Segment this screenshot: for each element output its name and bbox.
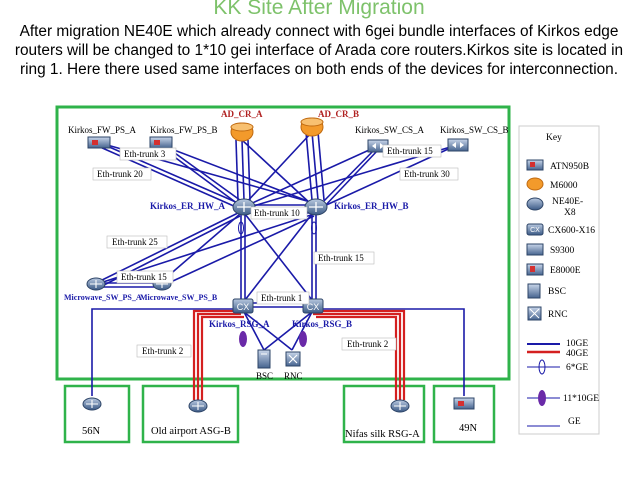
atn950b-icon[interactable] xyxy=(390,399,410,413)
svg-text:6*GE: 6*GE xyxy=(566,363,588,373)
eth-trunk-3-label: Eth-trunk 3 xyxy=(124,149,166,159)
svg-text:NE40E-: NE40E- xyxy=(552,197,583,207)
kirkos-rsg-b-label: Kirkos_RSG_B xyxy=(292,319,352,329)
trunk-labels: Eth-trunk 3 Eth-trunk 15 Eth-trunk 20 Et… xyxy=(92,144,459,358)
svg-text:ATN950B: ATN950B xyxy=(550,162,589,172)
cx600-x16-icon[interactable]: CX xyxy=(232,298,254,314)
svg-text:S9300: S9300 xyxy=(550,246,575,256)
svg-text:X8: X8 xyxy=(564,208,576,218)
eth-trunk-1-label: Eth-trunk 1 xyxy=(261,293,302,303)
m6000-icon[interactable] xyxy=(230,122,254,142)
svg-text:RNC: RNC xyxy=(548,310,568,320)
eth-trunk-15-top-label: Eth-trunk 15 xyxy=(387,146,433,156)
eth-trunk-30-label: Eth-trunk 30 xyxy=(404,169,450,179)
key-frame xyxy=(518,125,600,435)
eth-trunk-15-mid-label: Eth-trunk 15 xyxy=(318,253,364,263)
svg-text:GE: GE xyxy=(568,417,581,427)
svg-text:CX: CX xyxy=(307,302,320,312)
svg-text:E8000E: E8000E xyxy=(550,266,581,276)
m6000-icon[interactable] xyxy=(300,117,324,137)
legend-item-ne40e-x8: NE40E- X8 xyxy=(526,197,583,218)
microwave-sw-ps-a-label: Microwave_SW_PS_A xyxy=(64,293,142,302)
kirkos-sw-cs-b-label: Kirkos_SW_CS_B xyxy=(440,125,509,135)
ad-cr-a-label: AD_CR_A xyxy=(221,109,263,119)
legend-item-cx600-x16: CX CX600-X16 xyxy=(526,223,595,236)
page-title: KK Site After Migration xyxy=(213,0,425,19)
ad-cr-b-label: AD_CR_B xyxy=(318,109,359,119)
site-56n-frame xyxy=(63,384,131,444)
kirkos-er-hw-a-label: Kirkos_ER_HW_A xyxy=(150,201,226,211)
eth-trunk-10-label: Eth-trunk 10 xyxy=(254,208,300,218)
svg-text:CX: CX xyxy=(530,227,540,234)
atn950b-icon[interactable] xyxy=(86,277,106,291)
kirkos-fw-ps-b-label: Kirkos_FW_PS_B xyxy=(150,125,218,135)
e8000e-icon[interactable] xyxy=(453,397,475,410)
legend-item-bsc: BSC xyxy=(527,283,566,299)
rnc-icon[interactable] xyxy=(285,351,301,367)
bsc-label: BSC xyxy=(256,371,273,381)
svg-text:M6000: M6000 xyxy=(550,181,578,191)
legend-item-atn950b: ATN950B xyxy=(526,159,589,172)
eth-trunk-25-label: Eth-trunk 25 xyxy=(112,237,158,247)
site-49n-label: 49N xyxy=(459,423,478,434)
migration-description: After migration NE40E which already conn… xyxy=(14,23,624,78)
svg-text:CX: CX xyxy=(237,302,250,312)
svg-text:40GE: 40GE xyxy=(566,349,588,359)
svg-text:CX600-X16: CX600-X16 xyxy=(548,226,595,236)
legend-item-rnc: RNC xyxy=(527,306,568,321)
bsc-icon[interactable] xyxy=(257,349,271,369)
kirkos-er-hw-b-label: Kirkos_ER_HW_B xyxy=(334,201,409,211)
kirkos-site-frame xyxy=(55,105,511,381)
kirkos-rsg-a-label: Kirkos_RSG_A xyxy=(209,319,270,329)
eth-trunk-15-left-label: Eth-trunk 15 xyxy=(121,272,167,282)
rnc-label: RNC xyxy=(284,371,303,381)
svg-text:BSC: BSC xyxy=(548,287,566,297)
e8000e-icon[interactable] xyxy=(87,136,111,149)
legend-line-ge: GE xyxy=(527,417,581,427)
s9300-icon[interactable] xyxy=(367,139,389,153)
legend-title: Key xyxy=(546,133,562,143)
kirkos-fw-ps-a-label: Kirkos_FW_PS_A xyxy=(68,125,137,135)
kirkos-sw-cs-a-label: Kirkos_SW_CS_A xyxy=(355,125,425,135)
old-airport-frame xyxy=(141,384,240,444)
legend-line-6ge: 6*GE xyxy=(527,359,588,375)
eth-trunk-2-right-label: Eth-trunk 2 xyxy=(347,339,388,349)
legend: Key ATN950B M6000 NE40E- X8 CX CX600-X16… xyxy=(526,133,599,427)
ne40e-x8-icon[interactable] xyxy=(304,198,328,216)
legend-item-m6000: M6000 xyxy=(526,177,578,191)
old-airport-label: Old airport ASG-B xyxy=(151,426,231,437)
nifas-silk-label: Nifas silk RSG-A xyxy=(345,429,420,440)
eth-trunk-2-left-label: Eth-trunk 2 xyxy=(142,346,183,356)
microwave-sw-ps-b-label: Microwave_SW_PS_B xyxy=(140,293,218,302)
e8000e-icon[interactable] xyxy=(149,136,173,149)
atn950b-icon[interactable] xyxy=(82,397,102,411)
eth-trunk-20-label: Eth-trunk 20 xyxy=(97,169,143,179)
svg-text:11*10GE: 11*10GE xyxy=(563,394,599,404)
ne40e-x8-icon[interactable] xyxy=(232,198,256,216)
site-56n-label: 56N xyxy=(82,426,101,437)
nifas-silk-frame xyxy=(342,384,426,444)
legend-line-40ge: 40GE xyxy=(527,349,588,359)
legend-item-e8000e: E8000E xyxy=(526,263,581,276)
legend-item-s9300: S9300 xyxy=(526,243,575,256)
legend-line-11x10ge: 11*10GE xyxy=(527,390,599,406)
svg-text:10GE: 10GE xyxy=(566,339,588,349)
atn950b-icon[interactable] xyxy=(188,399,208,413)
legend-line-10ge: 10GE xyxy=(527,339,588,349)
s9300-icon[interactable] xyxy=(447,138,469,152)
